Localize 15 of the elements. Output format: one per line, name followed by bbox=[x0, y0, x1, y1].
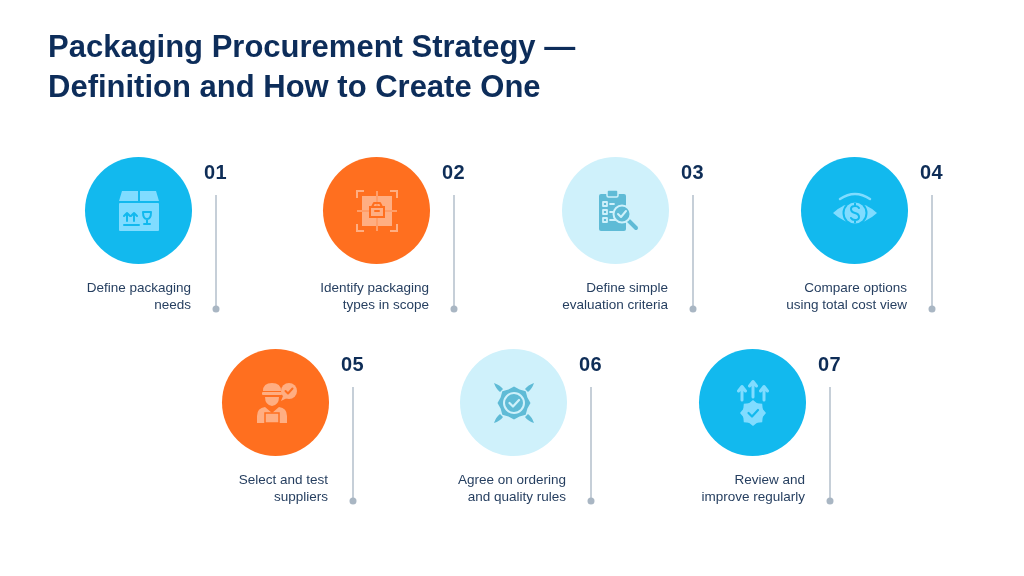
step-caption: Define packaging needs bbox=[85, 279, 191, 313]
step-number: 01 bbox=[204, 160, 228, 184]
step-number: 03 bbox=[681, 160, 705, 184]
step-number: 06 bbox=[579, 352, 603, 376]
step-number: 02 bbox=[442, 160, 466, 184]
step-caption: Define simple evaluation criteria bbox=[561, 279, 668, 313]
step-number: 07 bbox=[818, 352, 842, 376]
title: Packaging Procurement Strategy — Definition and How to Create One bbox=[48, 28, 577, 106]
step-number: 04 bbox=[920, 160, 944, 184]
step-caption: Identify packaging types in scope bbox=[319, 279, 429, 313]
step-caption: Review and improve regularly bbox=[700, 471, 805, 505]
step-number: 05 bbox=[341, 352, 365, 376]
step-caption: Select and test suppliers bbox=[237, 471, 328, 505]
step-caption: Agree on ordering and quality rules bbox=[456, 471, 566, 505]
step-caption: Compare options using total cost view bbox=[785, 279, 907, 313]
